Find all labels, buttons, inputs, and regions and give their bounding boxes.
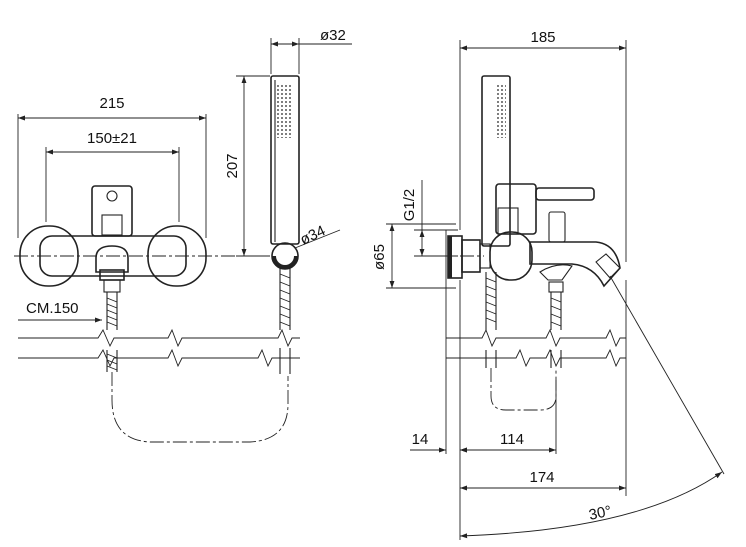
dim-label-150: 150±21 [87,130,137,147]
lever-knob-icon [106,190,118,202]
shower-face-icon [277,84,293,138]
hose-length-label: CM.150 [26,300,79,317]
hose-connector [103,279,121,293]
aerator [595,253,621,279]
dim-label-207: 207 [224,153,241,178]
cartridge-cap [497,207,519,235]
side-shower-face-icon [496,84,506,138]
side-hand-shower [481,75,511,247]
dim-label-32: ø32 [320,27,346,44]
side-hose-loop [490,368,557,411]
hose-loop-path [111,372,289,443]
swivel-axis-line [609,275,725,475]
hand-shower-body [270,75,300,245]
dim-label-114: 114 [500,431,524,448]
dim-label-30: 30° [587,503,613,524]
diverter-knob [548,211,566,243]
holder-leader [294,229,341,249]
holder-shadow [272,256,298,269]
dim-label-14: 14 [412,431,429,448]
diverter [95,245,129,273]
break-lines-front [18,328,300,368]
dim-label-65: ø65 [371,244,388,270]
dim-label-174: 174 [529,469,554,486]
flange-shadow [448,236,452,278]
front-view: 215 150±21 CM.150 [14,95,300,443]
side-view: 185 G1/2 ø65 [371,29,725,540]
hose-shower [279,268,291,374]
lever-handle [535,187,595,201]
dim-label-185: 185 [530,29,555,46]
side-lever-housing [495,183,537,235]
union-nut [479,243,491,269]
spout [529,241,621,288]
hose-front [106,292,118,372]
hand-shower-view: ø32 207 ø34 [224,27,352,374]
left-rosette [19,225,79,287]
side-hose-connector [548,281,564,293]
dim-label-g12: G1/2 [401,189,418,222]
break-lines-side [446,328,626,368]
right-rosette [147,225,207,287]
dim-label-34: ø34 [298,222,329,248]
cartridge-cap [101,214,123,236]
side-hoses [485,272,564,368]
angle-arc-30 [459,471,723,539]
lever-housing [91,185,133,237]
dim-label-215: 215 [99,95,124,112]
side-mixer-body [489,231,533,281]
diverter-body [539,264,573,281]
